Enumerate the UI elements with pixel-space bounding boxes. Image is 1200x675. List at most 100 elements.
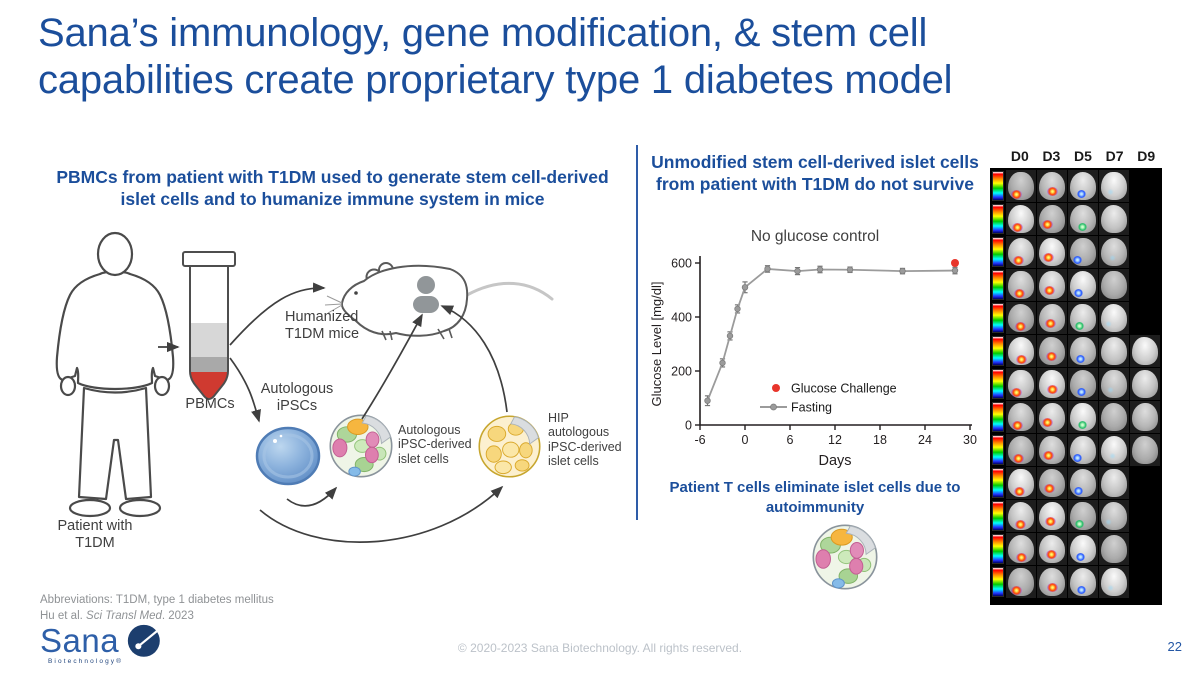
mouse-image-row — [992, 467, 1162, 500]
svg-text:24: 24 — [918, 433, 932, 447]
svg-text:12: 12 — [828, 433, 842, 447]
svg-text:200: 200 — [671, 365, 692, 379]
mouse-thumbnail — [1037, 302, 1067, 334]
luminescence-spot — [1075, 322, 1084, 330]
mouse-thumbnail — [1068, 302, 1098, 334]
mouse-thumbnail — [1099, 269, 1129, 301]
hip-islet-cluster — [478, 415, 541, 478]
luminescence-spot — [1074, 487, 1083, 495]
luminescence-spot — [1078, 421, 1087, 429]
luminescence-spot — [1047, 583, 1058, 592]
mouse-thumbnail — [1068, 236, 1098, 268]
mouse-thumbnail — [1099, 335, 1129, 367]
humanized-person-icon — [413, 276, 439, 313]
luminescence-spot — [1045, 319, 1056, 328]
svg-text:18: 18 — [873, 433, 887, 447]
patient-figure — [55, 231, 175, 518]
mouse-thumbnail — [1099, 401, 1129, 433]
mouse-thumbnail — [1099, 170, 1129, 202]
luminescence-spot — [1016, 355, 1027, 364]
mouse-thumbnail — [1130, 335, 1160, 367]
conclusion-text: Patient T cells eliminate islet cells du… — [669, 479, 961, 516]
svg-text:6: 6 — [787, 433, 794, 447]
mouse-thumbnail — [1099, 203, 1129, 235]
mouse-image-row — [992, 401, 1162, 434]
luminescence-spot — [1109, 255, 1116, 261]
mouse-image-row — [992, 533, 1162, 566]
luminescence-spot — [1013, 256, 1024, 265]
mouse-image-row — [992, 302, 1162, 335]
sana-logo-subtext: Biotechnology® — [48, 658, 124, 665]
svg-text:-6: -6 — [694, 433, 705, 447]
luminescence-spot — [1077, 586, 1086, 594]
mouse-figure — [324, 262, 554, 341]
svg-text:0: 0 — [685, 419, 692, 433]
mouse-image-row — [992, 236, 1162, 269]
luminescence-spot — [1077, 388, 1086, 396]
luminescence-colorbar — [992, 204, 1004, 234]
luminescence-spot — [1073, 256, 1082, 264]
mouse-thumbnail — [1068, 335, 1098, 367]
luminescence-colorbar — [992, 237, 1004, 267]
svg-text:Glucose Challenge: Glucose Challenge — [791, 382, 897, 396]
pbmc-tube — [182, 251, 236, 400]
luminescence-spot — [1011, 586, 1022, 595]
luminescence-colorbar — [992, 435, 1004, 465]
ipsc-sphere — [255, 426, 321, 486]
luminescence-spot — [1044, 286, 1055, 295]
mouse-thumbnail — [1006, 335, 1036, 367]
mouse-image-row — [992, 335, 1162, 368]
luminescence-spot — [1044, 484, 1055, 493]
mouse-thumbnail — [1006, 566, 1036, 598]
mouse-thumbnail — [1068, 269, 1098, 301]
mouse-thumbnail — [1037, 269, 1067, 301]
luminescence-spot — [1105, 519, 1112, 525]
day-label: D9 — [1137, 148, 1156, 164]
mouse-thumbnail — [1068, 170, 1098, 202]
luminescence-spot — [1076, 355, 1085, 363]
mouse-thumbnail — [1068, 533, 1098, 565]
flow-arrows — [158, 282, 508, 543]
sana-logo: Sana Biotechnology® — [40, 624, 164, 665]
mouse-thumbnail — [1006, 467, 1036, 499]
luminescence-spot — [1011, 190, 1022, 199]
mouse-image-row — [992, 203, 1162, 236]
mouse-image-row — [992, 269, 1162, 302]
day-label: D3 — [1042, 148, 1061, 164]
svg-text:0: 0 — [742, 433, 749, 447]
day-label: D0 — [1010, 148, 1029, 164]
mouse-thumbnail — [1006, 236, 1036, 268]
svg-text:30: 30 — [963, 433, 977, 447]
mouse-thumbnail — [1037, 467, 1067, 499]
panel-divider — [636, 145, 638, 520]
luminescence-spot — [1074, 289, 1083, 297]
ipscs-label: Autologous iPSCs — [260, 381, 334, 414]
luminescence-colorbar — [992, 468, 1004, 498]
page-number: 22 — [1167, 639, 1182, 654]
mouse-thumbnail — [1006, 368, 1036, 400]
mouse-image-row — [992, 434, 1162, 467]
left-panel-heading: PBMCs from patient with T1DM used to gen… — [56, 167, 609, 209]
luminescence-spot — [1073, 454, 1082, 462]
mouse-thumbnail — [1006, 170, 1036, 202]
mouse-thumbnail — [1037, 401, 1067, 433]
mouse-thumbnail — [1037, 335, 1067, 367]
luminescence-spot — [1013, 454, 1024, 463]
bioluminescence-image-grid — [990, 168, 1162, 605]
luminescence-spot — [1014, 487, 1025, 496]
luminescence-spot — [1016, 553, 1027, 562]
mouse-image-row — [992, 170, 1162, 203]
luminescence-spot — [1107, 585, 1114, 591]
luminescence-spot — [1042, 418, 1053, 427]
mouse-thumbnail — [1099, 434, 1129, 466]
mouse-thumbnail — [1068, 566, 1098, 598]
luminescence-spot — [1105, 321, 1112, 327]
luminescence-colorbar — [992, 567, 1004, 597]
luminescence-spot — [1046, 550, 1057, 559]
luminescence-spot — [1043, 253, 1054, 262]
mouse-thumbnail — [1068, 467, 1098, 499]
mouse-image-row — [992, 368, 1162, 401]
svg-text:400: 400 — [671, 311, 692, 325]
luminescence-spot — [1047, 385, 1058, 394]
mouse-thumbnail — [1037, 236, 1067, 268]
